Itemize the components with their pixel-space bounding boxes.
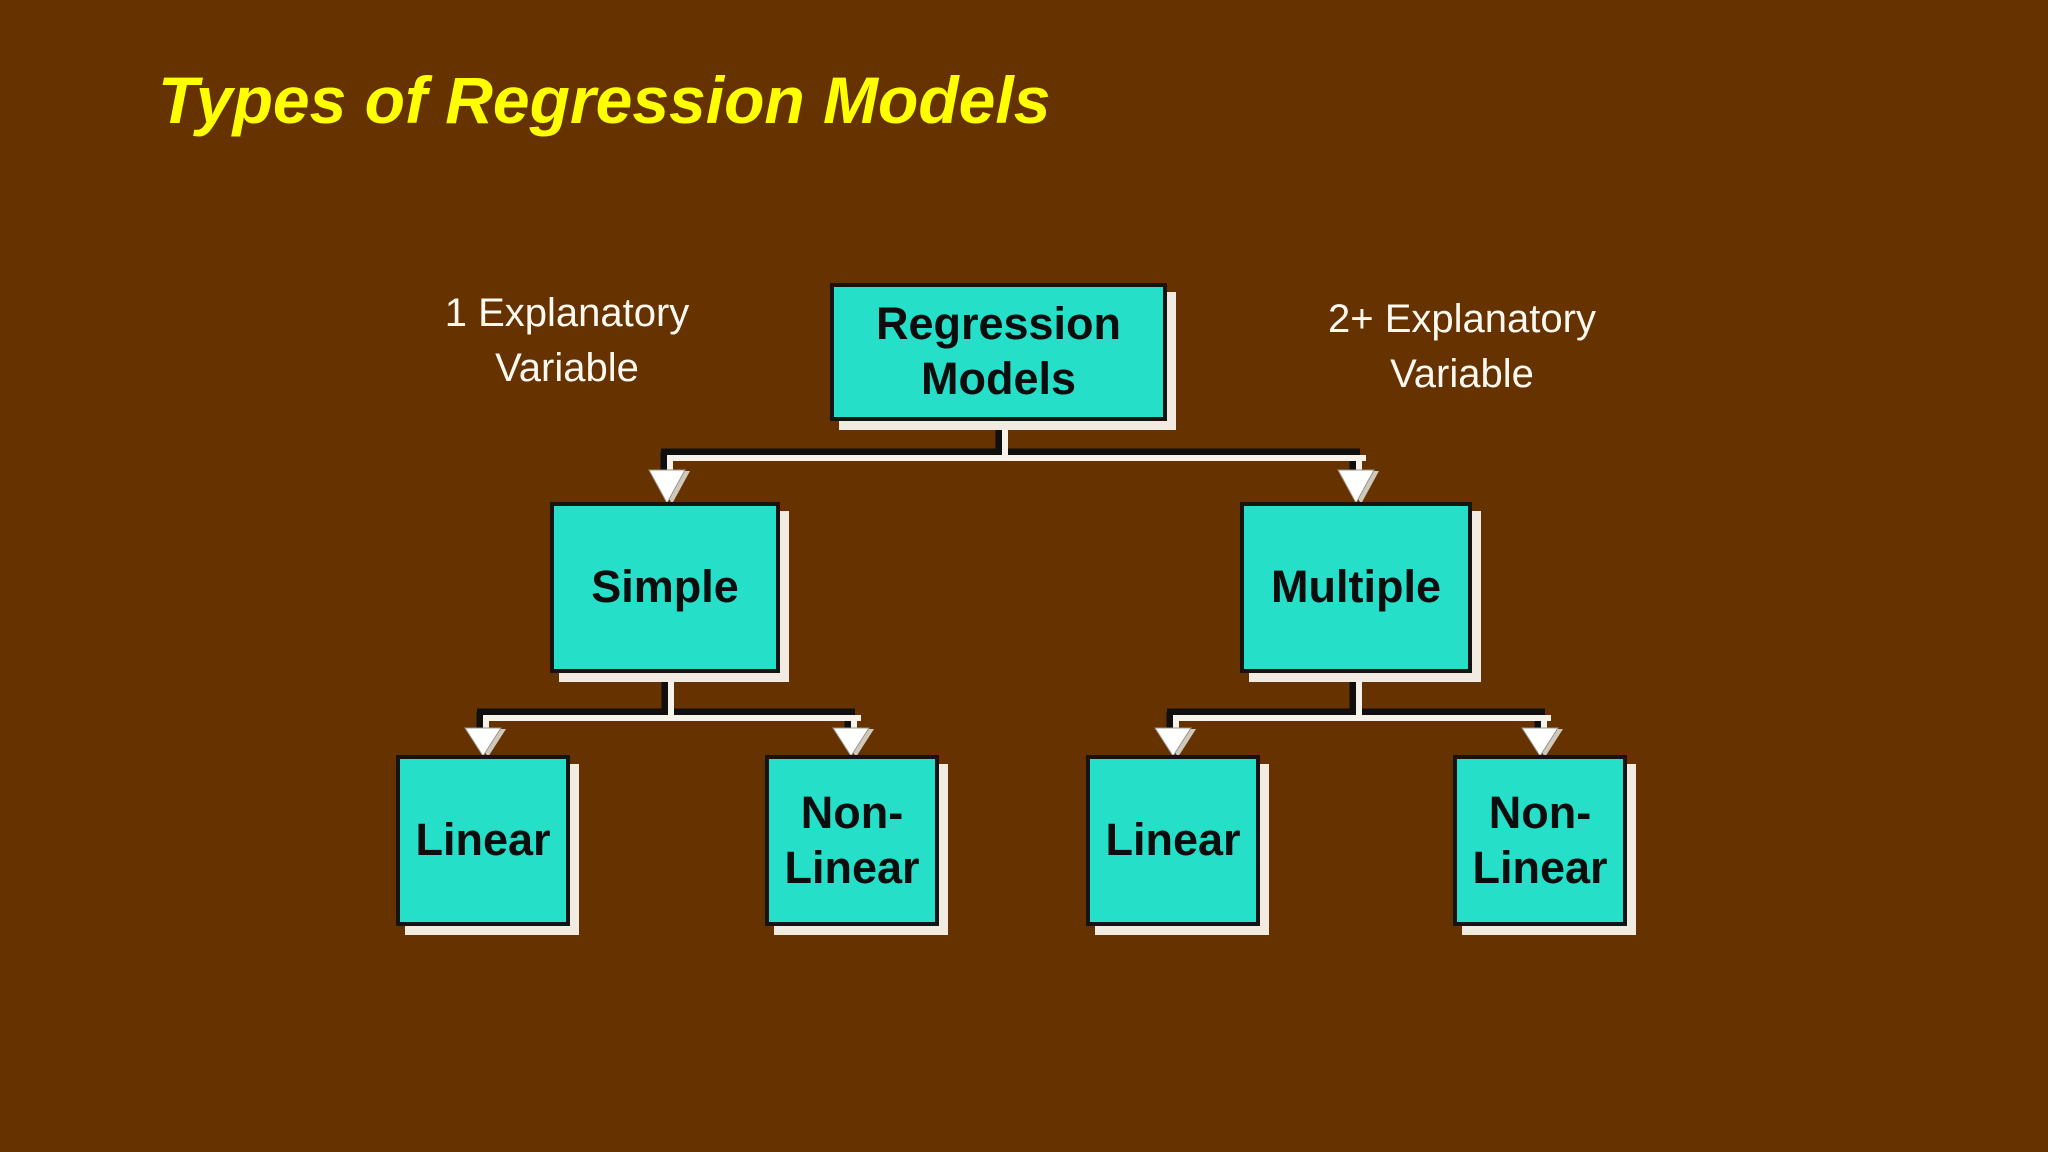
node-multiple-linear: Linear xyxy=(1086,755,1260,926)
node-label: Simple xyxy=(591,561,739,613)
node-label: Linear xyxy=(1105,814,1241,866)
node-regression-models: Regression Models xyxy=(830,283,1167,421)
node-label-line: Regression xyxy=(875,298,1122,350)
node-label-line: Non- xyxy=(800,786,904,838)
node-multiple-nonlinear: Non- Linear xyxy=(1453,755,1627,926)
node-simple: Simple xyxy=(550,502,780,673)
annotation-line: Variable xyxy=(495,346,639,391)
node-label: Linear xyxy=(415,814,551,866)
node-simple-linear: Linear xyxy=(396,755,570,926)
slide-title: Types of Regression Models xyxy=(158,63,1051,137)
annotation-one-explanatory: 1 Explanatory Variable xyxy=(357,286,777,396)
annotation-line: Variable xyxy=(1390,352,1534,397)
node-label-line: Linear xyxy=(1472,841,1608,893)
node-label-line: Models xyxy=(920,353,1077,404)
node-simple-nonlinear: Non- Linear xyxy=(765,755,939,926)
node-label: Multiple xyxy=(1271,561,1441,613)
annotation-line: 1 Explanatory xyxy=(444,291,690,335)
node-multiple: Multiple xyxy=(1240,502,1472,673)
node-label-line: Non- xyxy=(1488,786,1592,838)
node-label-line: Linear xyxy=(784,841,920,893)
annotation-line: 2+ Explanatory xyxy=(1328,297,1596,341)
annotation-two-plus-explanatory: 2+ Explanatory Variable xyxy=(1252,292,1672,402)
